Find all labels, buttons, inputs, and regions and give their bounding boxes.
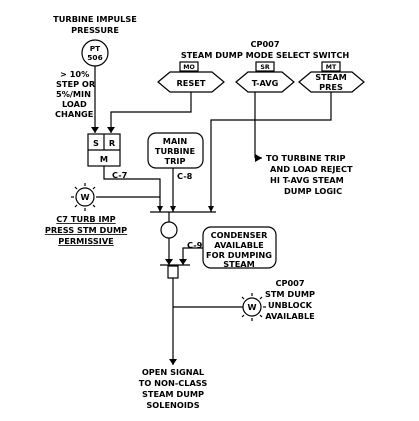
- c9-signal-line: [182, 247, 203, 265]
- steam-pres-switch-label: PRES: [319, 82, 343, 92]
- output-signal-text: SOLENOIDS: [146, 400, 199, 410]
- mode-tag-sr-label: SR: [260, 64, 269, 71]
- arrow-to-reset: [107, 127, 115, 133]
- arrow-to-set: [91, 127, 99, 133]
- to-turbine-trip-text: TO TURBINE TRIP: [266, 153, 345, 163]
- flip-flop-set-label: S: [93, 138, 99, 148]
- reset-signal-line: [110, 92, 192, 133]
- main-turbine-trip-label: MAIN: [163, 136, 188, 146]
- setpoint-condition-text: 5%/MIN: [56, 89, 91, 99]
- setpoint-condition-text: LOAD: [62, 99, 87, 109]
- setpoint-condition-text: STEP OR: [56, 79, 96, 89]
- reset-switch: [157, 71, 225, 93]
- c7-window-label: W: [80, 192, 89, 202]
- reset-switch-label: RESET: [177, 78, 206, 88]
- c7-permissive-label: PRESS STM DUMP: [45, 225, 127, 235]
- c8-ref: C-8: [177, 171, 193, 181]
- c7-signal-line: [103, 166, 161, 212]
- main-turbine-trip-label: TRIP: [165, 156, 186, 166]
- setpoint-condition-text: > 10%: [60, 69, 89, 79]
- setpoint-condition-text: CHANGE: [55, 109, 93, 119]
- to-turbine-trip-text: DUMP LOGIC: [284, 186, 342, 196]
- condenser-available-label: STEAM: [223, 259, 255, 269]
- gate-output-arrow: [165, 259, 173, 265]
- main-turbine-trip-box: [147, 132, 204, 169]
- mode-select-title: STEAM DUMP MODE SELECT SWITCH: [181, 50, 350, 60]
- unblock-window-lamp: [241, 293, 266, 321]
- main-turbine-trip-label: TURBINE: [155, 146, 195, 156]
- steam-pres-switch-label: STEAM: [315, 72, 347, 82]
- tavg-switch-label: T-AVG: [252, 78, 279, 88]
- turbine-impulse-title: TURBINE IMPULSE: [53, 14, 137, 24]
- c9-arrow: [179, 259, 187, 265]
- mode-tag-sr: [255, 61, 275, 72]
- unblock-label: UNBLOCK: [268, 300, 313, 310]
- output-signal-text: OPEN SIGNAL: [142, 367, 204, 377]
- unblock-label: STM DUMP: [265, 289, 315, 299]
- c7-window-lamp: [71, 183, 99, 211]
- to-turbine-trip-text: AND LOAD REJECT: [270, 164, 353, 174]
- gate-input-arrow: [208, 206, 214, 212]
- steam-pres-signal-line: [210, 92, 332, 212]
- unblock-window-label: W: [247, 302, 256, 312]
- c9-ref: C-9: [187, 240, 203, 250]
- condenser-available-label: AVAILABLE: [214, 240, 264, 250]
- mode-tag-mo-label: MO: [183, 64, 194, 71]
- flip-flop-memory-label: M: [100, 154, 108, 164]
- c7-permissive-label: C7 TURB IMP: [56, 214, 115, 224]
- tavg-switch: [235, 71, 295, 93]
- condenser-available-label: FOR DUMPING: [206, 250, 272, 260]
- gate-input-arrow: [157, 206, 163, 212]
- logic-gate-circle: [160, 221, 178, 239]
- output-signal-text: STEAM DUMP: [142, 389, 204, 399]
- unblock-label: AVAILABLE: [265, 311, 315, 321]
- gate-input-arrow: [170, 206, 176, 212]
- to-turbine-trip-text: HI T-AVG STEAM: [270, 175, 344, 185]
- output-signal-text: TO NON-CLASS: [139, 378, 208, 388]
- flip-flop-reset-label: R: [109, 138, 116, 148]
- output-block: [167, 265, 179, 279]
- unblock-label: CP007: [275, 278, 304, 288]
- pressure-transmitter-label: 506: [87, 53, 102, 62]
- mode-tag-mt-label: MT: [326, 64, 337, 71]
- c7-ref: C-7: [112, 170, 128, 180]
- mode-tag-mo: [179, 61, 199, 72]
- cp007-label: CP007: [250, 39, 279, 49]
- c7-permissive-label: PERMISSIVE: [58, 236, 114, 246]
- mode-tag-mt: [321, 61, 341, 72]
- output-arrow: [169, 359, 177, 365]
- condenser-available-label: CONDENSER: [211, 230, 269, 240]
- turbine-impulse-title: PRESSURE: [71, 25, 119, 35]
- pressure-transmitter-label: PT: [90, 44, 100, 53]
- steam-pres-switch: [298, 71, 365, 93]
